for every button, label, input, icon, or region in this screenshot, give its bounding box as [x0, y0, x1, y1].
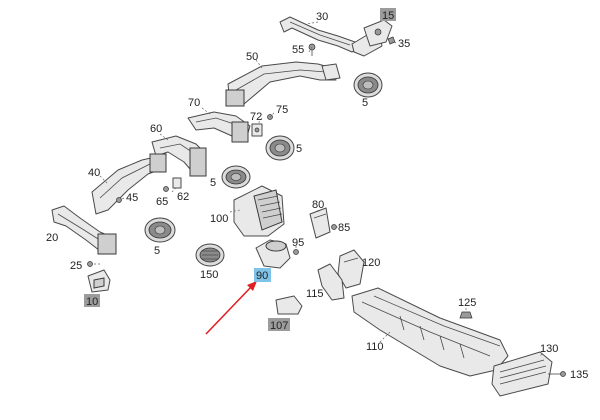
red-arrow: [205, 281, 257, 335]
label-72: 72: [250, 111, 262, 123]
callout-box-10: [84, 294, 100, 307]
label-80: 80: [312, 199, 324, 211]
part-90-elbow: [255, 239, 291, 269]
part-85-screw: [331, 224, 337, 230]
label-120: 120: [362, 257, 380, 269]
label-60: 60: [150, 123, 162, 135]
part-125-clip: [459, 311, 473, 319]
vent-5-lower: [144, 217, 176, 243]
part-35-clip: [387, 36, 396, 45]
label-75: 75: [276, 104, 288, 116]
part-95-screw: [293, 249, 299, 255]
label-20: 20: [46, 232, 58, 244]
part-25-screw: [87, 261, 93, 267]
part-55-screw: [308, 43, 316, 56]
part-110-duct: [351, 287, 509, 377]
label-62: 62: [177, 191, 189, 203]
part-80-duct: [309, 207, 331, 239]
label-107: 107: [270, 320, 288, 332]
part-72-bracket: [251, 123, 263, 137]
label-45: 45: [126, 192, 138, 204]
part-10-bracket: [87, 269, 111, 293]
part-62-clip: [172, 177, 182, 189]
label-25: 25: [70, 260, 82, 272]
label-70: 70: [188, 97, 200, 109]
label-15: 15: [382, 10, 394, 22]
part-15-bracket: [363, 19, 393, 47]
label-55: 55: [292, 44, 304, 56]
callout-labels: 30 15 55 35 50 5 70 72 75 60 5 5 40 45 6…: [46, 10, 588, 381]
leader-lines: [93, 21, 543, 357]
part-65-screw: [163, 186, 169, 192]
label-5-top: 5: [362, 97, 368, 109]
part-150-vent: [195, 243, 225, 267]
label-35: 35: [398, 38, 410, 50]
label-95: 95: [292, 237, 304, 249]
label-40: 40: [88, 167, 100, 179]
label-85: 85: [338, 222, 350, 234]
label-90: 90: [256, 270, 268, 282]
part-115-duct: [317, 263, 345, 301]
part-107-pad: [275, 295, 303, 315]
label-50: 50: [246, 51, 258, 63]
part-130-grille: [491, 351, 553, 397]
vent-5-center: [221, 165, 251, 189]
callout-box-15: [380, 8, 396, 21]
label-110: 110: [366, 341, 384, 353]
label-115: 115: [306, 288, 324, 300]
callout-box-107: [268, 318, 290, 331]
part-70-duct: [187, 111, 251, 143]
label-5-center: 5: [210, 177, 216, 189]
part-50-duct: [225, 61, 341, 107]
label-130: 130: [540, 343, 558, 355]
label-135: 135: [570, 369, 588, 381]
part-45-screw: [116, 197, 122, 203]
label-125: 125: [458, 297, 476, 309]
part-135-screw: [548, 371, 566, 377]
vent-5-middle: [265, 135, 295, 161]
label-5-lower: 5: [154, 245, 160, 257]
label-30: 30: [316, 11, 328, 23]
part-20-duct: [51, 205, 117, 255]
callout-box-90: [254, 268, 271, 282]
label-5-middle: 5: [296, 143, 302, 155]
label-150: 150: [200, 269, 218, 281]
vent-5-top: [353, 72, 383, 98]
part-100-insert: [233, 185, 285, 237]
label-65: 65: [156, 196, 168, 208]
part-40-duct: [91, 153, 167, 215]
label-10: 10: [86, 296, 98, 308]
label-100: 100: [210, 213, 228, 225]
